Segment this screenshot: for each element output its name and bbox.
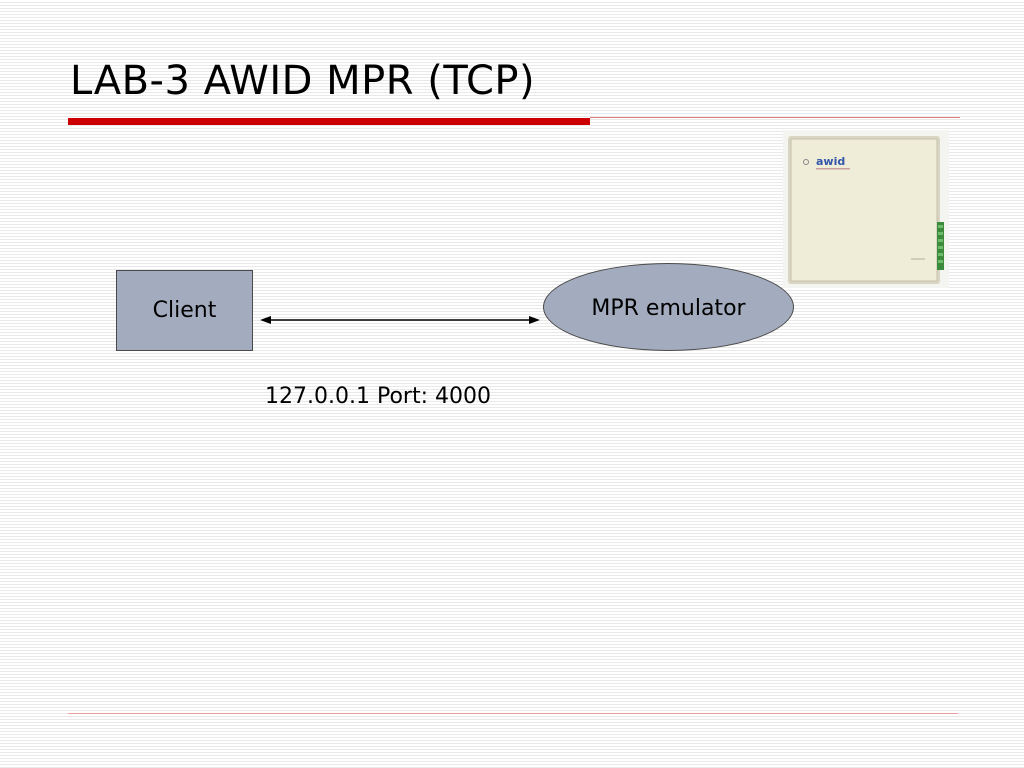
client-label: Client (152, 298, 217, 323)
device-logo-text: awid (816, 155, 845, 168)
address-port-label: 127.0.0.1 Port: 4000 (265, 384, 491, 409)
mpr-emulator-label: MPR emulator (591, 296, 746, 321)
awid-reader-device-image: awid (783, 130, 949, 288)
mpr-emulator-ellipse: MPR emulator (543, 263, 794, 351)
slide-title: LAB-3 AWID MPR (TCP) (70, 58, 536, 104)
title-underline-thin (590, 117, 960, 118)
title-underline-accent (68, 118, 590, 125)
client-box: Client (116, 270, 253, 351)
bidirectional-arrow (260, 316, 540, 324)
footer-divider (68, 713, 958, 714)
